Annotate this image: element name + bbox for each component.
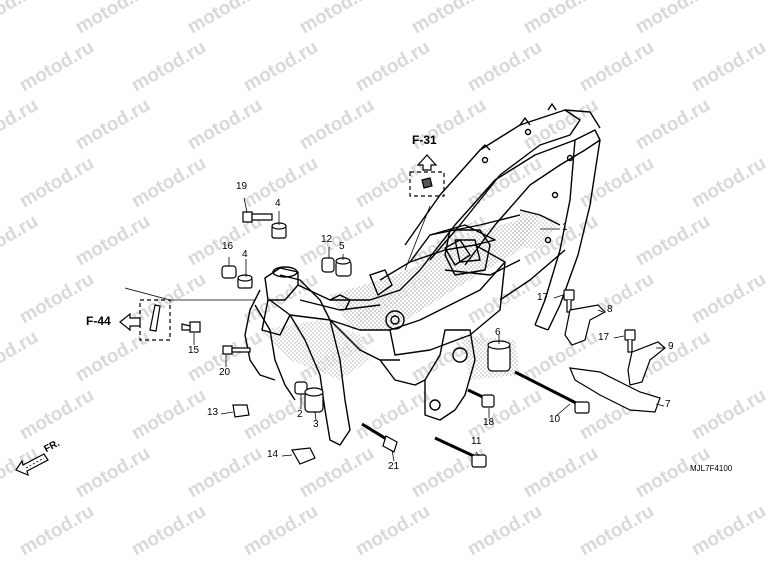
- callout-20: 20: [219, 367, 231, 378]
- callout-21: 21: [388, 461, 400, 472]
- callout-12: 12: [321, 234, 333, 245]
- callout-7: 7: [665, 399, 671, 410]
- ref-label-f44: F-44: [86, 314, 111, 328]
- front-direction-arrow-icon: [15, 453, 49, 477]
- callout-2: 2: [297, 409, 303, 420]
- callout-4a: 4: [275, 198, 281, 209]
- callout-14: 14: [267, 449, 279, 460]
- callout-17b: 17: [598, 332, 610, 343]
- callout-5: 5: [339, 241, 345, 252]
- frame-shading: [260, 210, 560, 380]
- callout-11: 11: [471, 436, 482, 447]
- small-parts: [181, 211, 666, 468]
- diagram-code: MJL7F4100: [690, 464, 733, 473]
- callout-10: 10: [549, 414, 561, 425]
- callout-19: 19: [236, 181, 248, 192]
- callout-13: 13: [207, 407, 219, 418]
- ref-label-f31: F-31: [412, 133, 437, 147]
- leader-lines: [193, 197, 665, 462]
- callout-17a: 17: [537, 292, 549, 303]
- callout-9: 9: [668, 341, 674, 352]
- callout-16: 16: [222, 241, 234, 252]
- callout-3: 3: [313, 419, 319, 430]
- callout-4b: 4: [242, 249, 248, 260]
- f31-reference-box: [409, 154, 445, 197]
- f44-reference-box: [119, 287, 255, 341]
- callout-1: 1: [562, 222, 568, 233]
- main-frame: [244, 103, 601, 446]
- callout-8: 8: [607, 304, 613, 315]
- callout-18: 18: [483, 417, 495, 428]
- callout-6: 6: [495, 327, 501, 338]
- callout-15: 15: [188, 345, 200, 356]
